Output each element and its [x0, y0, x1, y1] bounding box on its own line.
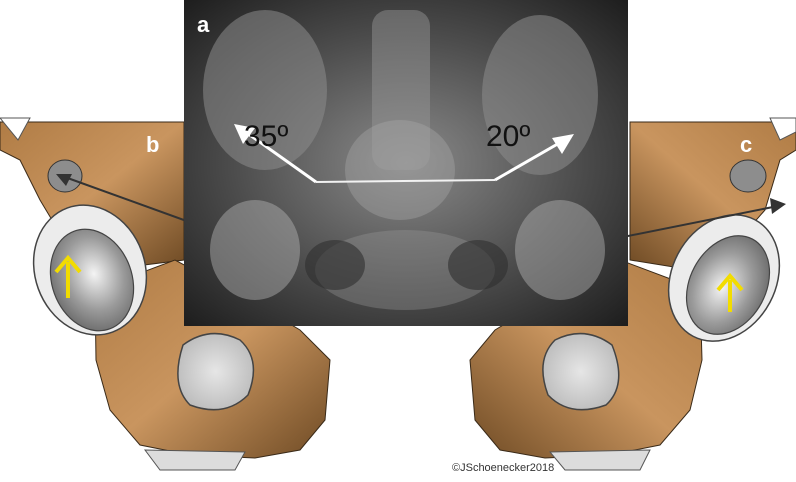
- obturator-foramen-right: [543, 334, 619, 410]
- panel-a-xray: 35º 20º a: [184, 0, 628, 326]
- panel-label-b: b: [146, 132, 159, 157]
- xray-femur-left: [210, 200, 300, 300]
- panel-label-c: c: [740, 132, 752, 157]
- angle-label-right: 20º: [486, 120, 530, 153]
- pubis-cap-right: [550, 450, 650, 470]
- angle-label-left: 35º: [244, 120, 288, 153]
- xray-obturator-right: [448, 240, 508, 290]
- xray-sacrum: [345, 120, 455, 220]
- pubis-cap-left: [145, 450, 245, 470]
- obturator-foramen-left: [178, 334, 254, 410]
- xray-femur-right: [515, 200, 605, 300]
- anterior-spine-right: [730, 160, 766, 192]
- acetabular-axis-arrowhead-right: [770, 198, 786, 214]
- xray-obturator-left: [305, 240, 365, 290]
- panel-label-a: a: [197, 12, 210, 37]
- copyright-credit: ©JSchoenecker2018: [452, 462, 554, 474]
